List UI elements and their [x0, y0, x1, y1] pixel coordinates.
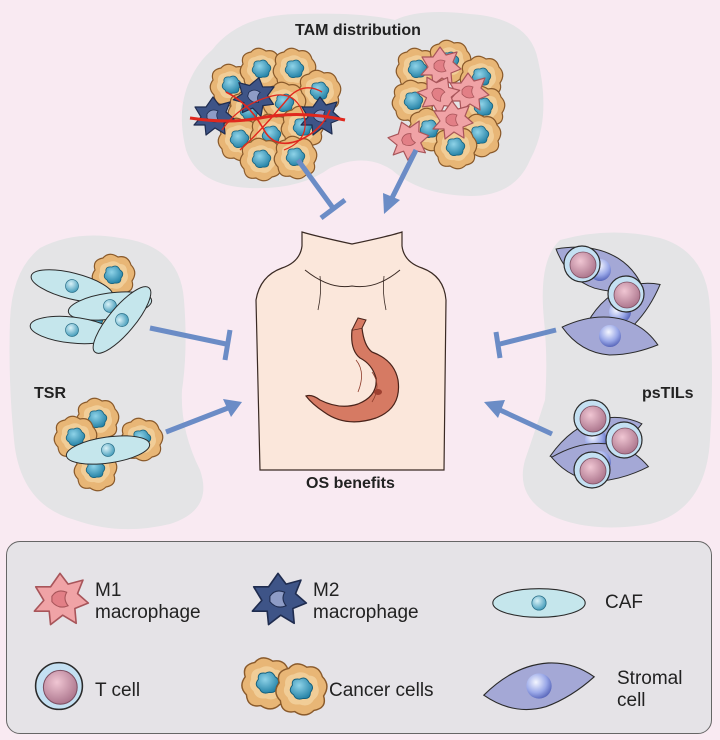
t-cell-icon [34, 661, 84, 711]
legend-caf-label: CAF [605, 592, 643, 613]
promote-arrow-icon [484, 400, 554, 437]
os-benefits-label: OS benefits [306, 475, 395, 492]
tsr-title: TSR [34, 385, 66, 402]
m2-macrophage-icon [251, 572, 308, 626]
torso-icon [255, 231, 447, 471]
legend-tcell-label: T cell [95, 680, 141, 701]
tam-cluster-m2-stroma [189, 47, 346, 182]
pstils-title: psTILs [642, 385, 694, 402]
m1-macrophage-icon [33, 572, 90, 626]
caf-icon [492, 588, 586, 618]
tam-title: TAM distribution [295, 22, 421, 39]
legend-cancer-label: Cancer cells [329, 680, 434, 701]
arrows [149, 148, 557, 437]
inhibit-arrow-icon [149, 325, 233, 361]
cancer-cell-icon [241, 657, 328, 716]
promote-arrow-icon [165, 399, 242, 435]
stroma-fiber-line [189, 112, 346, 123]
inhibit-arrow-icon [493, 327, 557, 359]
stromal-cell-icon [483, 662, 595, 711]
promote-arrow-icon [383, 148, 419, 214]
stomach-icon [305, 317, 400, 423]
tam-cluster-m1 [383, 39, 506, 170]
inhibit-arrow-icon [295, 158, 347, 220]
